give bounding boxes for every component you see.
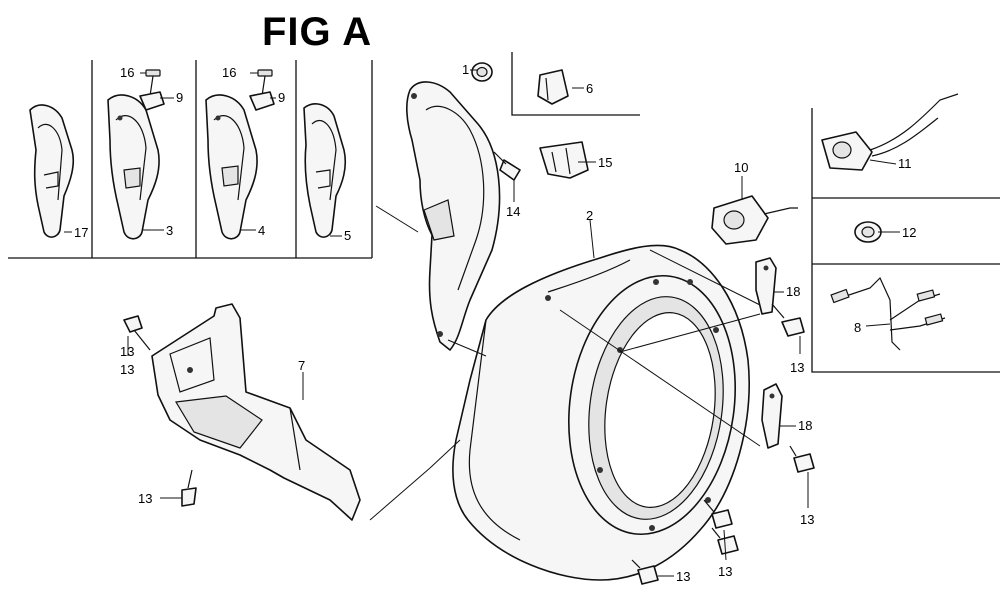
grommet-12: [854, 221, 882, 243]
cover-plate-5: [303, 103, 347, 238]
callout-labels: 1 2 3 4 5 6 7 8 9 9 10 11 12 13 13 13 13…: [74, 62, 916, 584]
clip-6-box: [511, 52, 640, 116]
variant-panels: [8, 60, 373, 259]
callout-16-a: 16: [120, 65, 134, 80]
callout-16-b: 16: [222, 65, 236, 80]
callout-18-b: 18: [798, 418, 812, 433]
callout-1: 1: [462, 62, 469, 77]
callout-9-b: 9: [278, 90, 285, 105]
callout-13-d: 13: [800, 512, 814, 527]
bracket-18-a: [755, 257, 777, 315]
side-shroud: [406, 81, 501, 351]
callout-14: 14: [506, 204, 520, 219]
leader-lines: [64, 69, 900, 577]
callout-12: 12: [902, 225, 916, 240]
callout-5: 5: [344, 228, 351, 243]
callout-7: 7: [298, 358, 305, 373]
bolts-13: [123, 303, 815, 585]
nut-1: [471, 62, 493, 82]
cover-plate-17: [29, 104, 75, 238]
callout-8: 8: [854, 320, 861, 335]
screw-16-b: [249, 69, 275, 111]
callout-9-a: 9: [176, 90, 183, 105]
callout-13-b: 13: [138, 491, 152, 506]
fan-housing-2: [452, 244, 750, 581]
callout-11: 11: [898, 156, 912, 171]
callout-13-c: 13: [790, 360, 804, 375]
cover-plate-4: [205, 94, 258, 240]
switch-10: [711, 195, 798, 245]
callout-2: 2: [586, 208, 593, 223]
callout-13-a: 13: [120, 362, 134, 377]
callout-6: 6: [586, 81, 593, 96]
callout-18-a: 18: [786, 284, 800, 299]
cover-plate-3: [107, 94, 160, 240]
clip-15: [539, 141, 589, 179]
right-panels: [811, 108, 1000, 373]
figure-title: FIG A: [262, 10, 373, 54]
callout-13-e: 13: [718, 564, 732, 579]
bracket-cover-7: [151, 303, 361, 521]
bracket-18-b: [761, 383, 783, 449]
callout-10: 10: [734, 160, 748, 175]
callout-13-f: 13: [676, 569, 690, 584]
callout-13-g: 13: [120, 344, 134, 359]
callout-4: 4: [258, 223, 265, 238]
callout-17: 17: [74, 225, 88, 240]
callout-15: 15: [598, 155, 612, 170]
switch-11: [821, 93, 959, 171]
screw-16-a: [139, 69, 165, 111]
callout-3: 3: [166, 223, 173, 238]
wire-harness-8: [830, 276, 946, 351]
